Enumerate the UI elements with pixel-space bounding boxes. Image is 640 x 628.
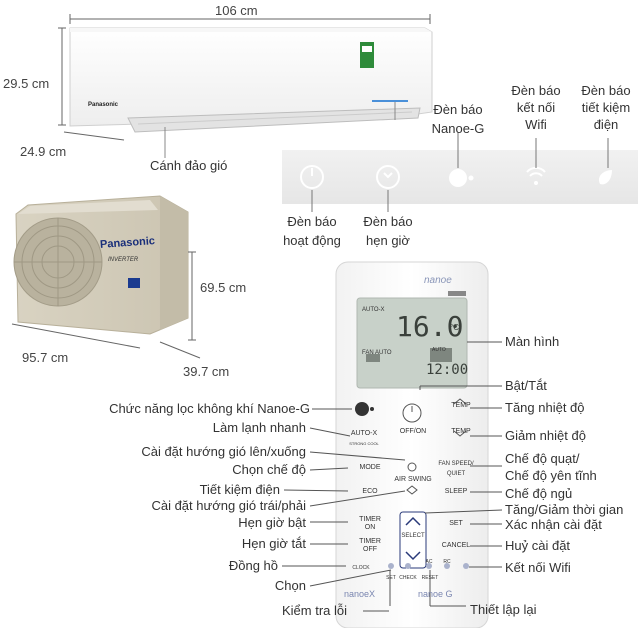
remote-btn-rc: RC bbox=[443, 559, 451, 565]
callout-timer-off: Hẹn giờ tắt bbox=[241, 536, 306, 551]
callout-mode: Chọn chế độ bbox=[232, 462, 306, 477]
remote-btn-autox[interactable]: AUTO-X bbox=[350, 430, 378, 437]
callout-lines-left bbox=[282, 408, 406, 612]
callout-screen: Màn hình bbox=[505, 334, 560, 349]
label-timer-light: Đèn báo hẹn giờ bbox=[363, 214, 413, 248]
callout-nanoe-filter: Chức năng lọc không khí Nanoe-G bbox=[109, 401, 310, 416]
remote-btn-mode[interactable]: MODE bbox=[359, 464, 381, 471]
indoor-brand-logo: Panasonic bbox=[88, 102, 119, 108]
callout-set: Xác nhận cài đặt bbox=[505, 517, 602, 532]
remote-btn-timer-off-sub: OFF bbox=[363, 546, 377, 553]
dim-indoor-depth: 24.9 cm bbox=[20, 144, 67, 159]
callout-temp-up: Tăng nhiệt độ bbox=[505, 400, 585, 415]
label-nanoe-light: Đèn báo Nanoe-G bbox=[431, 102, 485, 136]
remote-display-fan: FAN AUTO bbox=[362, 350, 392, 356]
indoor-unit bbox=[58, 14, 433, 158]
callout-check: Kiểm tra lỗi bbox=[282, 603, 348, 618]
remote-btn-timer-off[interactable]: TIMER bbox=[359, 538, 381, 545]
callout-eco: Tiết kiệm điện bbox=[199, 482, 280, 497]
remote-btn-autox-sub: STRONG COOL bbox=[349, 441, 379, 446]
remote-btn-timer-on-sub: ON bbox=[364, 524, 376, 531]
callout-wifi: Kết nối Wifi bbox=[505, 560, 571, 575]
remote-btn-timer-on[interactable]: TIMER bbox=[359, 516, 381, 523]
remote-btn-temp-up[interactable]: TEMP bbox=[451, 402, 471, 409]
callout-select: Chọn bbox=[274, 578, 306, 593]
dim-indoor-height: 29.5 cm bbox=[3, 76, 50, 91]
callout-sleep: Chế độ ngủ bbox=[505, 486, 573, 501]
callout-swing-vertical: Cài đặt hướng gió lên/xuống bbox=[141, 444, 306, 459]
remote-btn-eco[interactable]: ECO bbox=[362, 488, 378, 495]
remote-brand-nanoe: nanoe bbox=[424, 275, 452, 286]
label-power-light: Đèn báo hoạt động bbox=[283, 214, 341, 248]
remote-btn-cancel[interactable]: CANCEL bbox=[441, 542, 471, 549]
callout-fast-cool: Làm lạnh nhanh bbox=[212, 420, 306, 435]
remote-btn-sleep[interactable]: SLEEP bbox=[444, 488, 468, 495]
remote-btn-clock[interactable]: CLOCK bbox=[352, 565, 370, 571]
remote-btn-fan[interactable]: FAN SPEED/ bbox=[438, 461, 474, 467]
remote-display-clock: 12:00 bbox=[426, 362, 469, 378]
remote-btn-fan-sub: QUIET bbox=[446, 471, 466, 477]
callout-lines-right bbox=[419, 341, 503, 607]
callout-cancel: Huỷ cài đặt bbox=[505, 538, 571, 553]
callout-temp-down: Giảm nhiệt độ bbox=[505, 428, 586, 443]
remote-btn-airswing[interactable]: AIR SWING bbox=[394, 476, 432, 483]
callout-onoff: Bật/Tắt bbox=[505, 378, 547, 393]
remote-btn-ac: AC bbox=[425, 559, 433, 565]
dim-indoor-width: 106 cm bbox=[215, 3, 258, 18]
remote-btn-select[interactable]: SELECT bbox=[401, 533, 425, 539]
remote-display-auto: AUTO bbox=[432, 347, 446, 353]
dim-outdoor-height: 69.5 cm bbox=[200, 280, 247, 295]
callout-adjust: Tăng/Giảm thời gian bbox=[505, 502, 624, 517]
outdoor-inverter-logo: INVERTER bbox=[108, 257, 139, 263]
dim-outdoor-depth: 39.7 cm bbox=[183, 364, 230, 379]
label-wifi-light: Đèn báo kết nối Wifi bbox=[511, 83, 561, 132]
callout-swing-horizontal: Cài đặt hướng gió trái/phải bbox=[151, 498, 306, 513]
remote-btn-set[interactable]: SET bbox=[449, 520, 463, 527]
label-eco-light: Đèn báo tiết kiệm điện bbox=[581, 83, 631, 132]
remote-btn-temp-down[interactable]: TEMP bbox=[451, 428, 471, 435]
remote-bottom-brand-right: nanoe G bbox=[418, 589, 453, 599]
outdoor-unit bbox=[11, 195, 201, 359]
remote-display-unit: °C bbox=[450, 323, 459, 332]
label-louver: Cánh đảo gió bbox=[150, 158, 228, 173]
remote-btn-reset[interactable]: RESET bbox=[421, 575, 439, 581]
callout-fan-speed: Chế độ quạt/ bbox=[505, 451, 580, 466]
remote-control bbox=[335, 261, 489, 628]
callout-clock: Đồng hồ bbox=[228, 558, 278, 573]
remote-btn-onoff[interactable]: OFF/ON bbox=[399, 428, 427, 435]
callout-reset: Thiết lập lại bbox=[470, 602, 537, 617]
remote-display-mode: AUTO-X bbox=[362, 307, 385, 313]
callout-quiet: Chế độ yên tĩnh bbox=[505, 468, 597, 483]
indicator-panel bbox=[282, 132, 638, 212]
remote-btn-set-small[interactable]: SET bbox=[386, 575, 396, 581]
remote-bottom-brand-left: nanoeX bbox=[344, 589, 376, 599]
remote-btn-check[interactable]: CHECK bbox=[399, 575, 417, 581]
remote-display-temp: 16.0 bbox=[396, 310, 464, 343]
callout-timer-on: Hẹn giờ bật bbox=[238, 515, 306, 530]
dim-outdoor-width: 95.7 cm bbox=[22, 350, 69, 365]
